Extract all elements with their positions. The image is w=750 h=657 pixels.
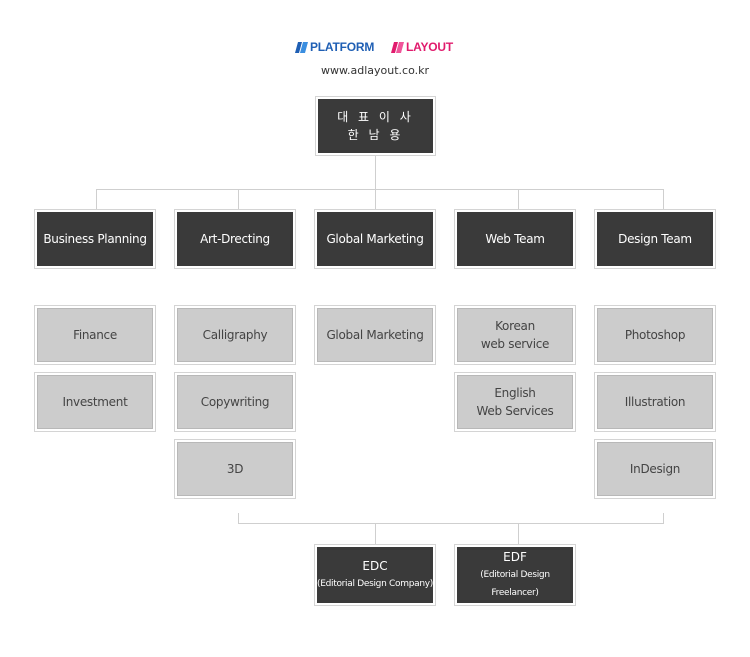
subunit-3d: 3D <box>174 439 296 499</box>
department-design-team: Design Team <box>594 209 716 269</box>
department-drop-line <box>96 189 97 209</box>
department-label: Global Marketing <box>326 232 424 246</box>
department-label: Web Team <box>485 232 545 246</box>
department-drop-line <box>375 189 376 209</box>
logo-bar: PLATFORM LAYOUT <box>0 38 750 58</box>
ceo-box: 대 표 이 사 한 남 용 <box>315 96 436 156</box>
ceo-connector <box>375 156 376 189</box>
subunit-english-web-services: English Web Services <box>454 372 576 432</box>
subunit-label: Finance <box>73 328 117 342</box>
platform-logo[interactable]: PLATFORM <box>293 38 374 56</box>
partner-drop-line <box>375 523 376 544</box>
department-art-directing: Art-Drecting <box>174 209 296 269</box>
subunit-label-line2: Web Services <box>476 404 554 418</box>
subunit-label-line1: English <box>494 386 536 400</box>
subunit-investment: Investment <box>34 372 156 432</box>
subunit-label: Illustration <box>624 395 686 409</box>
partner-name: EDC <box>362 559 388 573</box>
layout-logo[interactable]: LAYOUT <box>389 38 453 56</box>
partner-connector <box>238 523 664 524</box>
department-label: Art-Drecting <box>200 232 270 246</box>
subunit-label-line2: web service <box>480 337 550 351</box>
department-label: Business Planning <box>43 232 147 246</box>
subunit-indesign: InDesign <box>594 439 716 499</box>
department-drop-line <box>663 189 664 209</box>
subunit-finance: Finance <box>34 305 156 365</box>
department-business-planning: Business Planning <box>34 209 156 269</box>
subunit-global-marketing: Global Marketing <box>314 305 436 365</box>
subunit-photoshop: Photoshop <box>594 305 716 365</box>
subunit-label: Photoshop <box>624 328 686 342</box>
subunit-illustration: Illustration <box>594 372 716 432</box>
subunit-label: Investment <box>62 395 128 409</box>
department-global-marketing: Global Marketing <box>314 209 436 269</box>
subunit-label-line1: Korean <box>495 319 535 333</box>
partner-rise-line <box>238 513 239 523</box>
partner-detail: (Editorial Design Company) <box>317 579 433 589</box>
partner-edf: EDF (Editorial Design Freelancer) <box>454 544 576 606</box>
subunit-korean-web-service: Korean web service <box>454 305 576 365</box>
layout-logo-icon <box>389 39 405 55</box>
subunit-label: Global Marketing <box>326 328 424 342</box>
platform-logo-text: PLATFORM <box>310 40 375 54</box>
partner-drop-line <box>518 523 519 544</box>
department-label: Design Team <box>618 232 692 246</box>
department-web-team: Web Team <box>454 209 576 269</box>
partner-edc: EDC (Editorial Design Company) <box>314 544 436 606</box>
department-connector <box>96 189 664 190</box>
layout-logo-text: LAYOUT <box>406 40 454 54</box>
partner-name: EDF <box>503 550 527 564</box>
subunit-label: InDesign <box>629 462 681 476</box>
subunit-label: Copywriting <box>200 395 270 409</box>
partner-detail: (Editorial Design Freelancer) <box>480 570 550 598</box>
subunit-copywriting: Copywriting <box>174 372 296 432</box>
subunit-calligraphy: Calligraphy <box>174 305 296 365</box>
subunit-label: 3D <box>226 462 244 476</box>
department-drop-line <box>238 189 239 209</box>
platform-logo-icon <box>293 39 309 55</box>
partner-rise-line <box>663 513 664 523</box>
department-drop-line <box>518 189 519 209</box>
website-url[interactable]: www.adlayout.co.kr <box>321 64 429 77</box>
ceo-name: 한 남 용 <box>347 128 404 142</box>
subunit-label: Calligraphy <box>202 328 268 342</box>
ceo-title: 대 표 이 사 <box>337 110 414 124</box>
